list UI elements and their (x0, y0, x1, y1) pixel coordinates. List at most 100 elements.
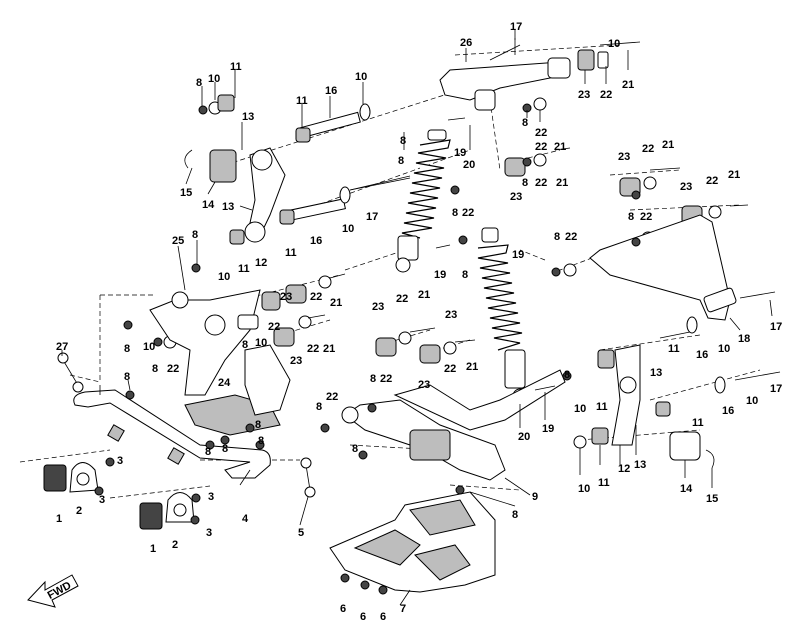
callout-22: 22 (396, 293, 408, 305)
callout-8: 8 (462, 269, 468, 281)
callout-2: 2 (172, 539, 178, 551)
knuckle-right (611, 344, 715, 469)
callout-4: 4 (242, 513, 249, 525)
shock-absorber-left (395, 129, 451, 273)
callout-21: 21 (330, 297, 342, 309)
callout-10: 10 (355, 71, 367, 83)
stabilizer-link-right (300, 457, 316, 498)
callout-8: 8 (352, 443, 358, 455)
callout-22: 22 (462, 207, 474, 219)
callout-25: 25 (172, 235, 184, 247)
callout-11: 11 (668, 343, 680, 355)
callout-11: 11 (238, 263, 250, 275)
callout-8: 8 (222, 443, 228, 455)
callout-1: 1 (56, 513, 62, 525)
callout-23: 23 (290, 355, 302, 367)
callout-labels: 17 26 10 21 22 23 10 16 11 11 10 8 13 15… (56, 21, 782, 623)
callout-10: 10 (218, 271, 230, 283)
callout-3: 3 (117, 455, 123, 467)
callout-5: 5 (298, 527, 304, 539)
callout-7: 7 (400, 603, 406, 615)
callout-10: 10 (143, 341, 155, 353)
callout-19: 19 (434, 269, 446, 281)
callout-14: 14 (202, 199, 215, 211)
callout-1: 1 (150, 543, 156, 555)
callout-11: 11 (230, 61, 242, 73)
callout-10: 10 (608, 38, 620, 50)
leader-lines (61, 30, 773, 606)
callout-6: 6 (340, 603, 346, 615)
callout-22: 22 (380, 373, 392, 385)
nuts (94, 103, 641, 595)
callout-10: 10 (208, 73, 220, 85)
callout-12: 12 (618, 463, 630, 475)
callout-8: 8 (398, 155, 404, 167)
callout-16: 16 (696, 349, 708, 361)
callout-8: 8 (192, 229, 198, 241)
callout-8: 8 (316, 401, 322, 413)
callout-16: 16 (325, 85, 337, 97)
callout-8: 8 (452, 207, 458, 219)
callout-22: 22 (310, 291, 322, 303)
callout-23: 23 (680, 181, 692, 193)
callout-22: 22 (444, 363, 456, 375)
callout-12: 12 (255, 257, 267, 269)
callout-11: 11 (596, 401, 608, 413)
callout-11: 11 (692, 417, 704, 429)
callout-21: 21 (728, 169, 740, 181)
callout-10: 10 (718, 343, 730, 355)
bushing-bracket-upper (43, 462, 99, 493)
callout-22: 22 (268, 321, 280, 333)
callout-13: 13 (634, 459, 646, 471)
callout-11: 11 (598, 477, 610, 489)
fwd-arrow-icon: FWD (27, 574, 79, 608)
callout-22: 22 (535, 177, 547, 189)
callout-13: 13 (650, 367, 662, 379)
callout-8: 8 (255, 419, 261, 431)
callout-19: 19 (512, 249, 524, 261)
callout-22: 22 (600, 89, 612, 101)
callout-22: 22 (326, 391, 338, 403)
callout-11: 11 (296, 95, 308, 107)
callout-23: 23 (445, 309, 457, 321)
callout-10: 10 (255, 337, 267, 349)
callout-8: 8 (242, 339, 248, 351)
callout-21: 21 (662, 139, 674, 151)
callout-9: 9 (532, 491, 538, 503)
callout-17: 17 (510, 21, 522, 33)
callout-8: 8 (400, 135, 406, 147)
callout-2: 2 (76, 505, 82, 517)
callout-8: 8 (628, 211, 634, 223)
callout-22: 22 (565, 231, 577, 243)
callout-15: 15 (180, 187, 192, 199)
callout-8: 8 (196, 77, 202, 89)
callout-8: 8 (370, 373, 376, 385)
knuckle-upper-left (184, 147, 286, 243)
callout-23: 23 (372, 301, 384, 313)
callout-23: 23 (618, 151, 630, 163)
callout-13: 13 (242, 111, 254, 123)
callout-23: 23 (418, 379, 430, 391)
callout-10: 10 (746, 395, 758, 407)
callout-8: 8 (152, 363, 158, 375)
callout-24: 24 (218, 377, 231, 389)
callout-22: 22 (640, 211, 652, 223)
callout-8: 8 (512, 509, 518, 521)
callout-21: 21 (323, 343, 335, 355)
callout-21: 21 (554, 141, 566, 153)
callout-22: 22 (706, 175, 718, 187)
callout-22: 22 (167, 363, 179, 375)
callout-6: 6 (360, 611, 366, 623)
callout-14: 14 (680, 483, 693, 495)
callout-23: 23 (510, 191, 522, 203)
bolts (307, 38, 781, 391)
callout-15: 15 (706, 493, 718, 505)
callout-23: 23 (280, 291, 292, 303)
callout-23: 23 (578, 89, 590, 101)
fwd-label: FWD (46, 580, 74, 602)
callout-21: 21 (466, 361, 478, 373)
callout-22: 22 (535, 127, 547, 139)
callout-8: 8 (554, 231, 560, 243)
